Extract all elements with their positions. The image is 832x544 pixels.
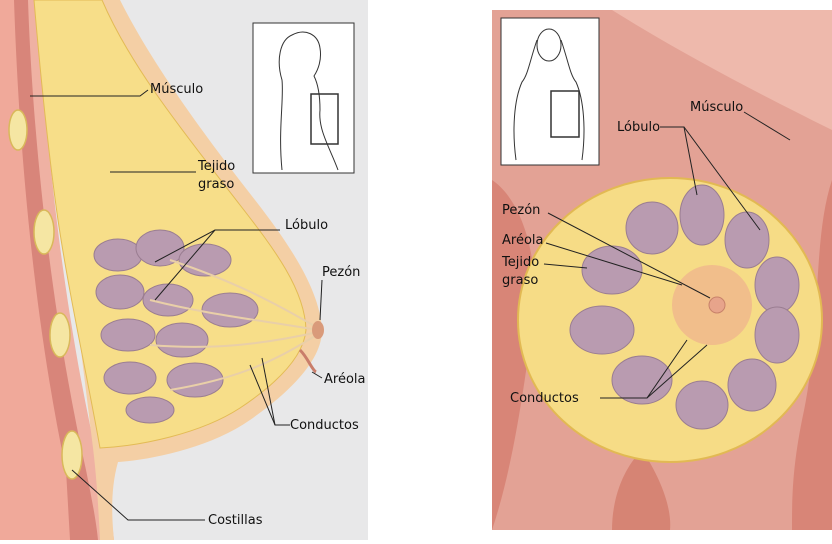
label-tejido-line2: graso <box>502 273 538 288</box>
frontal-breast-diagram: Músculo Lóbulo Pezón Aréola Tejido graso… <box>492 0 832 540</box>
lobule <box>680 185 724 245</box>
lobule <box>202 293 258 327</box>
nipple <box>709 297 725 313</box>
rib <box>34 210 54 254</box>
lobule <box>126 397 174 423</box>
inset-frame <box>501 18 599 165</box>
lobule <box>626 202 678 254</box>
label-areola: Aréola <box>324 372 365 387</box>
label-tejido-line2: graso <box>198 177 234 192</box>
rib <box>62 431 82 479</box>
label-musculo: Músculo <box>150 82 203 97</box>
lobule <box>101 319 155 351</box>
lobule <box>96 275 144 309</box>
lobule <box>104 362 156 394</box>
label-conductos: Conductos <box>510 391 579 406</box>
lobule <box>156 323 208 357</box>
frontal-illustration: Músculo Lóbulo Pezón Aréola Tejido graso… <box>492 0 832 540</box>
lobule <box>676 381 728 429</box>
lobule <box>728 359 776 411</box>
label-conductos: Conductos <box>290 418 359 433</box>
lobule <box>136 230 184 266</box>
sagittal-breast-diagram: Músculo Tejido graso Lóbulo Pezón Aréola… <box>0 0 368 540</box>
lobule <box>725 212 769 268</box>
lobule <box>755 307 799 363</box>
lobule <box>179 244 231 276</box>
label-pezon: Pezón <box>502 203 540 218</box>
label-costillas: Costillas <box>208 513 263 528</box>
lobule <box>755 257 799 313</box>
sagittal-illustration: Músculo Tejido graso Lóbulo Pezón Aréola… <box>0 0 368 540</box>
side-profile-inset <box>253 23 354 173</box>
label-lobulo: Lóbulo <box>617 120 660 135</box>
nipple <box>312 321 324 339</box>
label-musculo: Músculo <box>690 100 743 115</box>
rib <box>9 110 27 150</box>
lobule <box>94 239 142 271</box>
label-pezon: Pezón <box>322 265 360 280</box>
lobule <box>570 306 634 354</box>
label-areola: Aréola <box>502 233 543 248</box>
inset-frame <box>253 23 354 173</box>
label-lobulo: Lóbulo <box>285 218 328 233</box>
label-tejido-line1: Tejido <box>501 255 539 270</box>
rib <box>50 313 70 357</box>
lobule <box>612 356 672 404</box>
front-inset <box>501 18 599 165</box>
label-tejido-line1: Tejido <box>197 159 235 174</box>
